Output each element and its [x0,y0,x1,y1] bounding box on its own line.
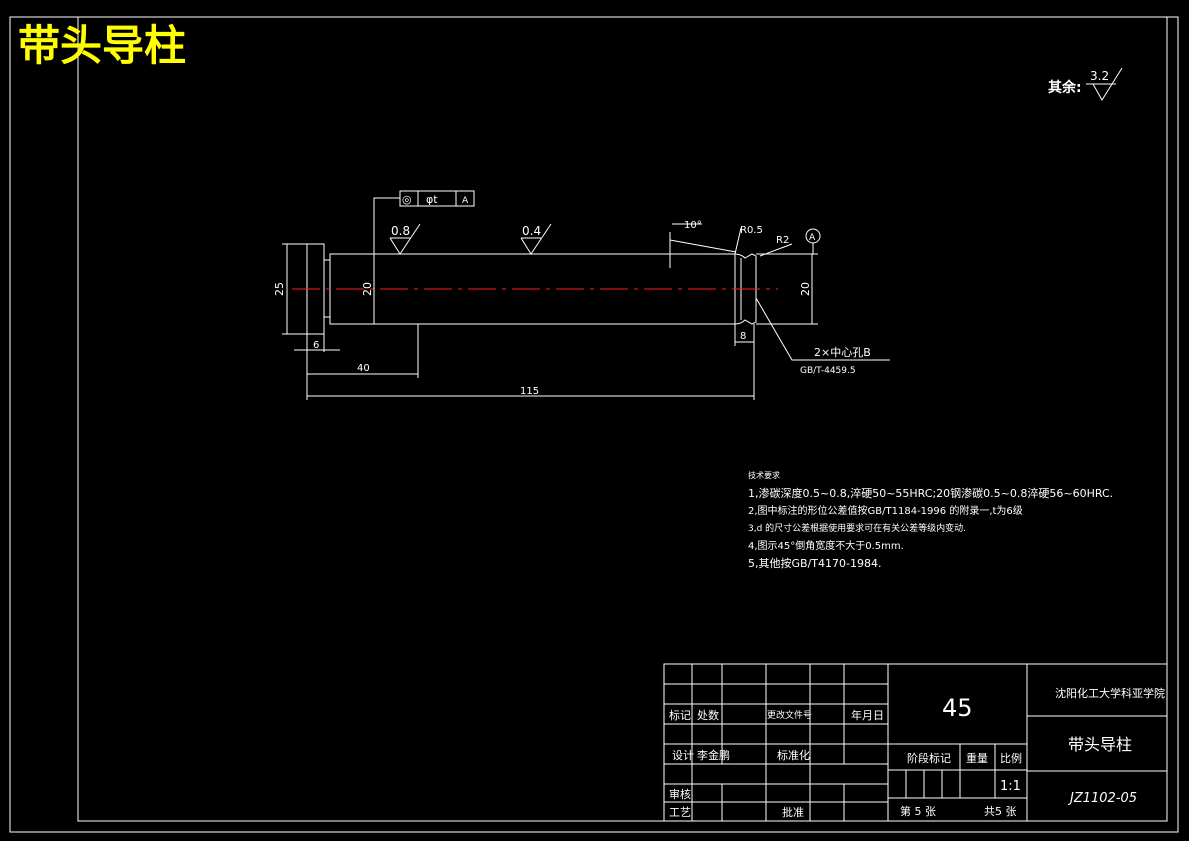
tech-req-item-3: 3,d 的尺寸公差根据使用要求可在有关公差等级内变动. [748,522,966,534]
roughness-other-label: 其余: [1048,79,1082,96]
tolerance-frame [399,190,475,207]
header-doc: 更改文件号 [767,709,812,721]
roughness-value-08: 0.8 [391,224,410,238]
header-date: 年月日 [851,708,884,722]
roughness-other-symbol: 其余: 3.2 [1048,67,1123,101]
sheet-number: 第 5 张 [900,804,936,818]
dim-head-dia: 25 [273,282,286,296]
tech-req-item-4: 4,图示45°倒角宽度不大于0.5mm. [748,539,904,552]
tech-req-item-1: 1,渗碳深度0.5~0.8,淬硬50~55HRC;20钢渗碳0.5~0.8淬硬5… [748,486,1113,500]
technical-requirements: 技术要求 1,渗碳深度0.5~0.8,淬硬50~55HRC;20钢渗碳0.5~0… [748,470,1113,570]
tech-req-item-2: 2,图中标注的形位公差值按GB/T1184-1996 的附录一,t为6级 [748,504,1023,517]
header-scale: 比例 [1000,751,1022,765]
designer-name: 李金鹏 [697,748,730,762]
datum-label: A [809,233,816,243]
header-approve: 批准 [782,805,804,819]
dimension-lines [282,197,890,400]
center-hole-standard: GB/T-4459.5 [800,366,856,376]
drawing-number: JZ1102-05 [1067,791,1137,806]
center-hole-label: 2×中心孔B [814,346,871,359]
material-value: 45 [942,694,973,722]
header-design: 设计 [672,749,694,762]
title-block [663,663,1168,822]
header-mark: 标记 [669,708,691,722]
roughness-symbol-08 [389,223,421,255]
roughness-value-04: 0.4 [522,224,541,238]
tolerance-datum: A [462,196,469,206]
dim-end-dia: 20 [799,282,812,296]
header-weight: 重量 [966,751,988,765]
tech-req-item-5: 5,其他按GB/T4170-1984. [748,556,881,570]
header-review: 审核 [669,787,691,801]
angle-label: 10° [684,220,702,231]
dim-head-length: 6 [313,340,319,351]
dim-8: 8 [740,331,746,342]
header-standard: 标准化 [777,748,810,762]
tech-req-heading: 技术要求 [748,470,780,480]
radius-label-2: R2 [776,235,789,246]
school-name: 沈阳化工大学科亚学院 [1055,686,1165,700]
inner-frame [77,16,1168,822]
drawing-title: 带头导柱 [18,21,186,70]
scale-value: 1:1 [1000,779,1021,794]
dim-40: 40 [357,363,370,374]
tolerance-value: φt [426,193,438,206]
sheet-total: 共5 张 [984,805,1017,818]
header-count: 处数 [697,709,719,722]
outer-frame [9,16,1179,833]
roughness-symbol-04 [520,223,552,255]
radius-label-1: R0.5 [740,225,763,236]
dim-body-dia: 20 [361,282,374,296]
part-name: 带头导柱 [1068,735,1132,754]
dim-115: 115 [520,386,539,397]
header-stage: 阶段标记 [907,751,951,765]
roughness-other-value: 3.2 [1090,69,1109,83]
tolerance-symbol: ◎ [402,193,412,206]
header-process: 工艺 [669,806,691,819]
